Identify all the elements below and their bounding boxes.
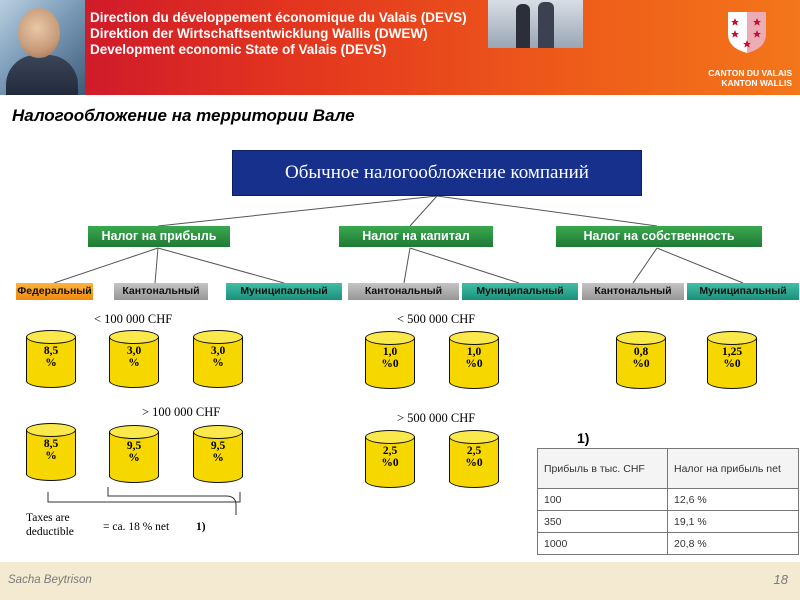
- table-header-row: Прибыль в тыс. CHF Налог на прибыль net: [537, 448, 799, 489]
- rate-cylinder-profit-high-municipal: 9,5 %: [193, 425, 243, 483]
- ordinary-taxation-box: Обычное налогообложение компаний: [232, 150, 642, 196]
- photo-face: [18, 8, 60, 58]
- table-cell-tax: 20,8 %: [667, 532, 799, 555]
- footer-author: Sacha Beytrison: [8, 574, 92, 586]
- photo-suit: [6, 55, 78, 95]
- rate-cylinder-profit-high-federal: 8,5 %: [26, 423, 76, 481]
- canton-name-de: KANTON WALLIS: [721, 78, 792, 88]
- valais-crest-icon: [728, 12, 766, 53]
- table-header-profit: Прибыль в тыс. CHF: [537, 448, 668, 489]
- municipal-profit-box: Муниципальный: [226, 283, 342, 300]
- rate-cylinder-profit-low-federal: 8,5 %: [26, 330, 76, 388]
- net-rate-footnote-ref: 1): [196, 521, 206, 533]
- canton-name-fr: CANTON DU VALAIS: [708, 68, 792, 78]
- profit-table-label: 1): [577, 430, 590, 446]
- threshold-profit-high: > 100 000 CHF: [142, 405, 221, 419]
- table-cell-profit: 350: [537, 510, 668, 533]
- rate-value: 2,5 %0: [465, 445, 483, 469]
- rate-value: 3,0 %: [126, 345, 142, 369]
- photo-person-1: [516, 4, 530, 48]
- property-tax-box: Налог на собственность: [556, 226, 762, 247]
- net-bracket: [107, 487, 237, 515]
- deductible-note-line2: deductible: [26, 526, 74, 538]
- table-cell-profit: 100: [537, 488, 668, 511]
- table-row: 100 12,6 %: [537, 488, 799, 511]
- table-row: 350 19,1 %: [537, 510, 799, 533]
- deductible-note-line1: Taxes are: [26, 512, 70, 524]
- canton-label: CANTON DU VALAIS KANTON WALLIS: [672, 68, 792, 88]
- deductible-note: Taxes are deductible: [26, 511, 74, 539]
- table-cell-profit: 1000: [537, 532, 668, 555]
- municipal-property-box: Муниципальный: [687, 283, 799, 300]
- page-title: Налогообложение на территории Вале: [12, 106, 355, 125]
- rate-value: 1,25 %0: [721, 346, 743, 370]
- rate-value: 9,5 %: [126, 440, 142, 464]
- photo-person-2: [538, 2, 554, 48]
- municipal-capital-box: Муниципальный: [462, 283, 578, 300]
- rate-cylinder-capital-high-cantonal: 2,5 %0: [365, 430, 415, 488]
- cantonal-capital-box: Кантональный: [348, 283, 459, 300]
- deductible-bracket: [47, 492, 241, 503]
- org-name-en: Development economic State of Valais (DE…: [90, 42, 387, 57]
- capital-tax-box: Налог на капитал: [339, 226, 493, 247]
- footer-bar: Sacha Beytrison 18: [0, 562, 800, 600]
- rate-value: 9,5 %: [210, 440, 226, 464]
- organization-names: Direction du développement économique du…: [90, 10, 490, 58]
- table-cell-tax: 19,1 %: [667, 510, 799, 533]
- threshold-profit-low: < 100 000 CHF: [94, 312, 173, 326]
- table-cell-tax: 12,6 %: [667, 488, 799, 511]
- rate-value: 3,0 %: [210, 345, 226, 369]
- cantonal-property-box: Кантональный: [582, 283, 684, 300]
- org-name-fr: Direction du développement économique du…: [90, 10, 467, 25]
- threshold-capital-low: < 500 000 CHF: [397, 312, 476, 326]
- rate-cylinder-profit-low-cantonal: 3,0 %: [109, 330, 159, 388]
- rate-value: 8,5 %: [43, 345, 59, 369]
- rate-cylinder-property-cantonal: 0,8 %0: [616, 331, 666, 389]
- businessman-photo: [0, 0, 85, 95]
- org-name-de: Direktion der Wirtschaftsentwicklung Wal…: [90, 26, 428, 41]
- rate-value: 0,8 %0: [632, 346, 650, 370]
- people-walking-photo: [488, 0, 583, 48]
- rate-value: 2,5 %0: [381, 445, 399, 469]
- rate-cylinder-capital-low-municipal: 1,0 %0: [449, 331, 499, 389]
- rate-value: 8,5 %: [43, 438, 59, 462]
- rate-cylinder-profit-low-municipal: 3,0 %: [193, 330, 243, 388]
- profit-tax-box: Налог на прибыль: [88, 226, 230, 247]
- rate-cylinder-property-municipal: 1,25 %0: [707, 331, 757, 389]
- net-rate-note: = ca. 18 % net: [103, 521, 170, 533]
- federal-profit-box: Федеральный: [16, 283, 93, 300]
- rate-cylinder-capital-low-cantonal: 1,0 %0: [365, 331, 415, 389]
- rate-cylinder-capital-high-municipal: 2,5 %0: [449, 430, 499, 488]
- table-header-tax: Налог на прибыль net: [667, 448, 799, 489]
- cantonal-profit-box: Кантональный: [114, 283, 208, 300]
- rate-value: 1,0 %0: [465, 346, 483, 370]
- profit-tax-table: Прибыль в тыс. CHF Налог на прибыль net …: [537, 448, 799, 555]
- header-banner: Direction du développement économique du…: [0, 0, 800, 95]
- page-number: 18: [773, 572, 788, 587]
- rate-value: 1,0 %0: [381, 346, 399, 370]
- rate-cylinder-profit-high-cantonal: 9,5 %: [109, 425, 159, 483]
- table-row: 1000 20,8 %: [537, 532, 799, 555]
- threshold-capital-high: > 500 000 CHF: [397, 411, 476, 425]
